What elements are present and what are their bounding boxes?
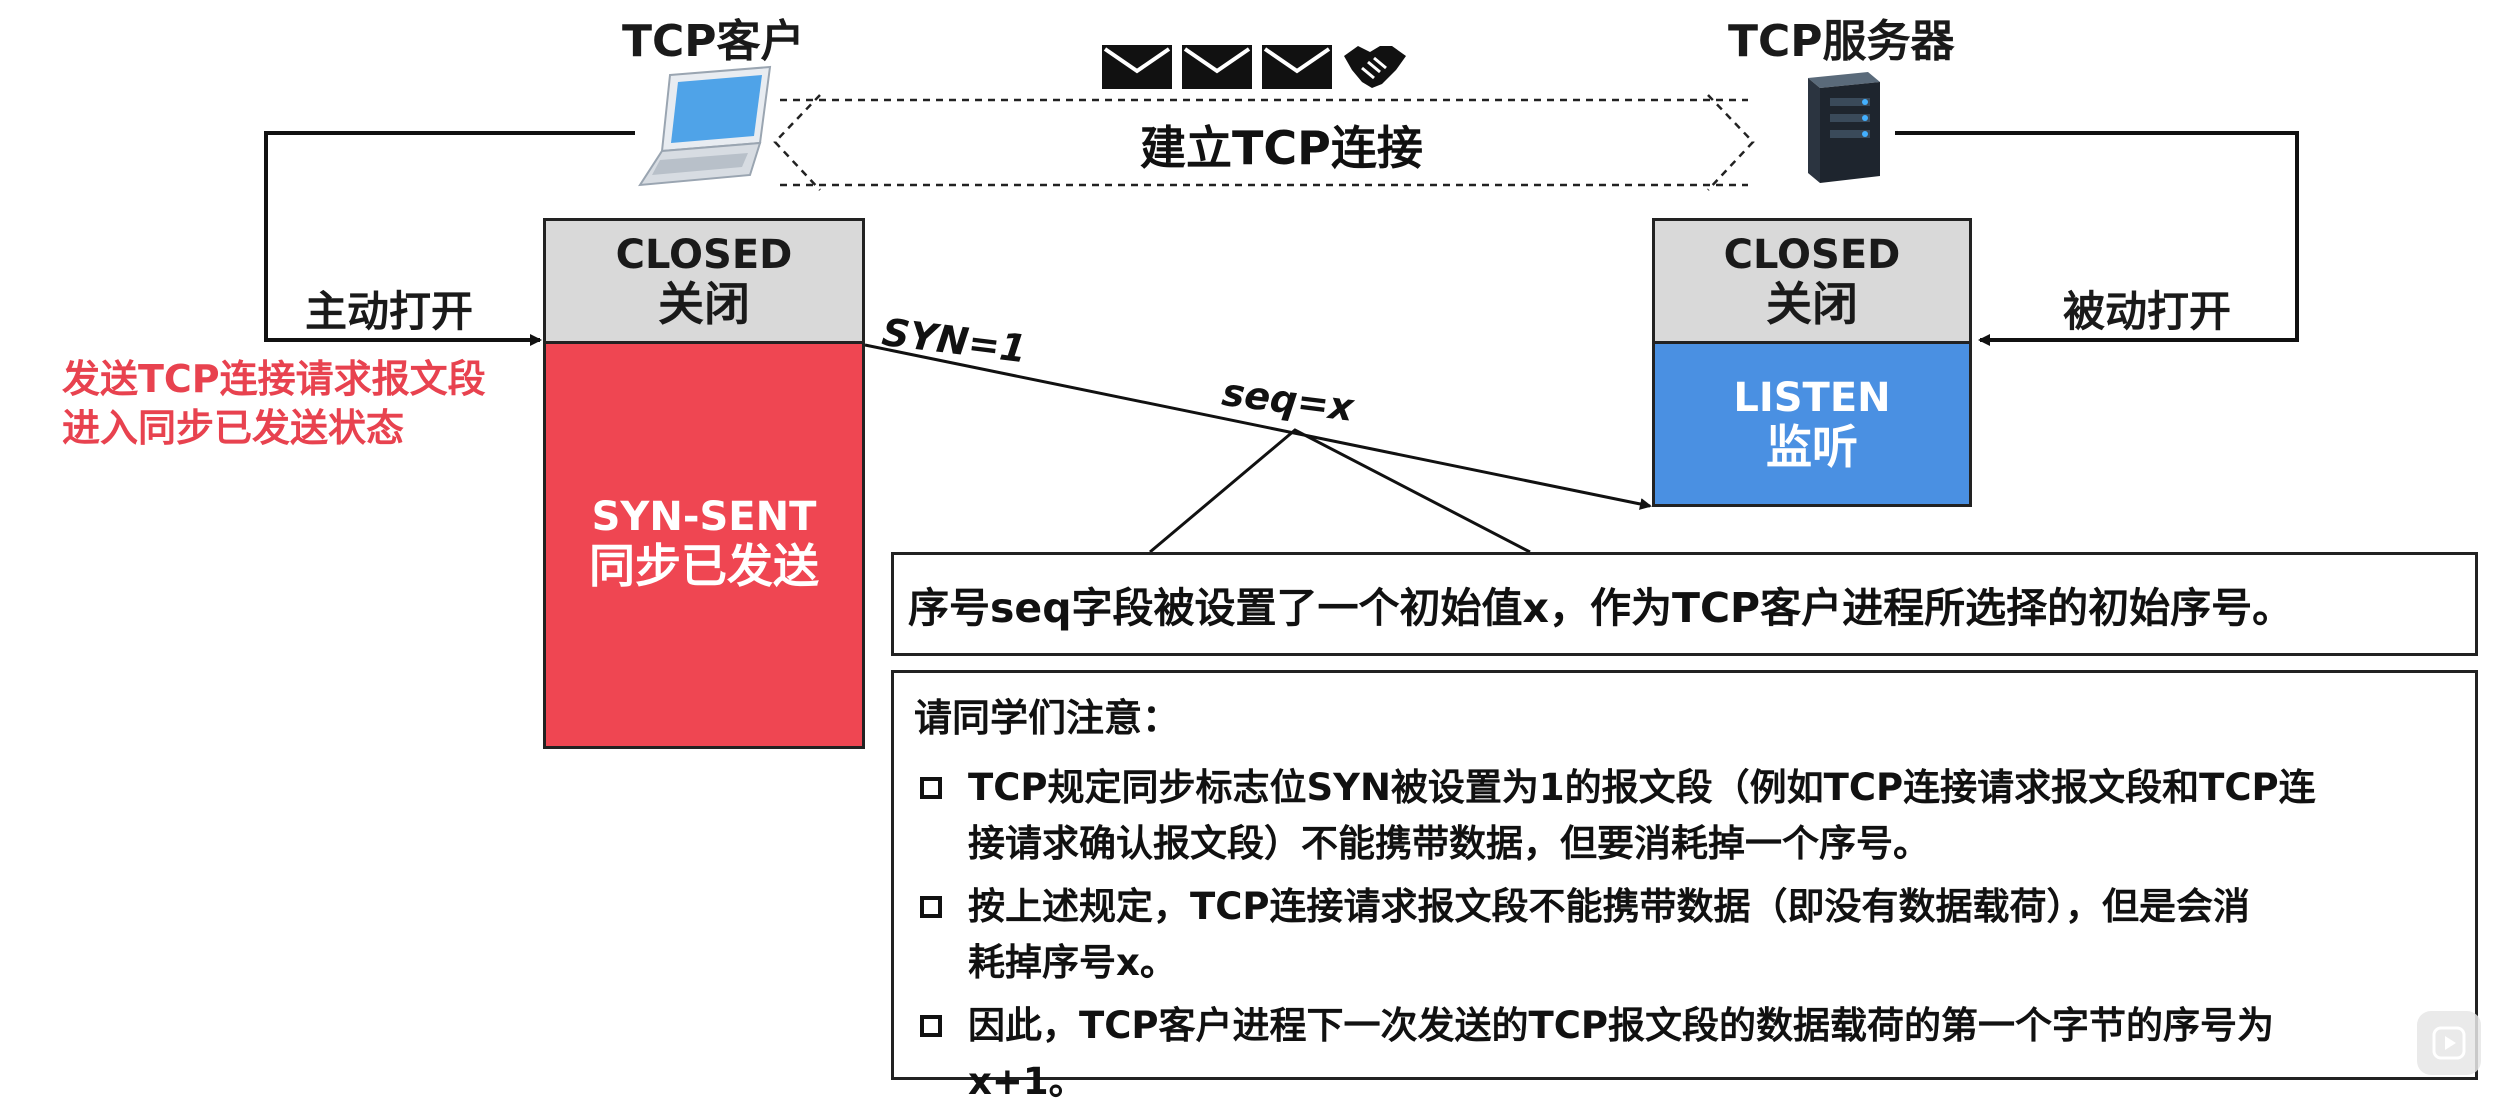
client-closed-zh: 关闭 [658, 278, 750, 331]
server-listen-state: LISTEN 监听 [1652, 341, 1972, 507]
checkbox-bullet-icon [920, 777, 942, 799]
connection-label: 建立TCP连接 [1140, 112, 1423, 178]
syn-segment-arrow [865, 345, 1650, 506]
note-1-line-2: 接请求确认报文段）不能携带数据，但要消耗掉一个序号。 [968, 816, 2316, 872]
play-icon [2432, 1026, 2466, 1060]
client-closed-state: CLOSED 关闭 [543, 218, 865, 344]
envelope-icon [1182, 45, 1252, 89]
client-action-note: 发送TCP连接请求报文段 进入同步已发送状态 [62, 355, 486, 454]
server-closed-zh: 关闭 [1766, 278, 1858, 331]
play-button[interactable] [2417, 1011, 2481, 1075]
syn-sent-zh: 同步已发送 [589, 540, 819, 593]
checkbox-bullet-icon [920, 896, 942, 918]
red-note-line-2: 进入同步已发送状态 [62, 404, 486, 453]
server-closed-en: CLOSED [1724, 232, 1901, 278]
envelope-icon [1102, 45, 1172, 89]
handshake-icon [1340, 38, 1410, 94]
seq-callout: 序号seq字段被设置了一个初始值x，作为TCP客户进程所选择的初始序号。 [891, 552, 2478, 656]
client-syn-sent-state: SYN-SENT 同步已发送 [543, 341, 865, 749]
note-item: 因此，TCP客户进程下一次发送的TCP报文段的数据载荷的第一个字节的序号为 x+… [914, 998, 2455, 1109]
server-closed-state: CLOSED 关闭 [1652, 218, 1972, 344]
notes-box: 请同学们注意： TCP规定同步标志位SYN被设置为1的报文段（例如TCP连接请求… [891, 670, 2478, 1080]
note-item: TCP规定同步标志位SYN被设置为1的报文段（例如TCP连接请求报文段和TCP连… [914, 760, 2455, 871]
server-title: TCP服务器 [1728, 5, 1955, 69]
red-note-line-1: 发送TCP连接请求报文段 [62, 355, 486, 404]
client-title: TCP客户 [622, 5, 805, 69]
note-3-line-2: x+1。 [968, 1054, 2274, 1109]
listen-zh: 监听 [1766, 421, 1858, 474]
note-2-line-2: 耗掉序号x。 [968, 935, 2250, 991]
note-1-line-1: TCP规定同步标志位SYN被设置为1的报文段（例如TCP连接请求报文段和TCP连 [968, 760, 2316, 816]
laptop-icon [630, 65, 780, 190]
note-2-line-1: 按上述规定，TCP连接请求报文段不能携带数据（即没有数据载荷），但是会消 [968, 879, 2250, 935]
callout-pointer [1150, 430, 1530, 552]
client-closed-en: CLOSED [616, 232, 793, 278]
note-item: 按上述规定，TCP连接请求报文段不能携带数据（即没有数据载荷），但是会消 耗掉序… [914, 879, 2455, 990]
server-icon [1790, 68, 1885, 188]
listen-en: LISTEN [1733, 375, 1890, 421]
syn-sent-en: SYN-SENT [592, 494, 817, 540]
passive-open-label: 被动打开 [2063, 278, 2231, 339]
envelope-icon [1262, 45, 1332, 89]
active-open-label: 主动打开 [305, 278, 473, 339]
note-3-line-1: 因此，TCP客户进程下一次发送的TCP报文段的数据载荷的第一个字节的序号为 [968, 998, 2274, 1054]
notes-heading: 请同学们注意： [914, 687, 2455, 742]
checkbox-bullet-icon [920, 1015, 942, 1037]
